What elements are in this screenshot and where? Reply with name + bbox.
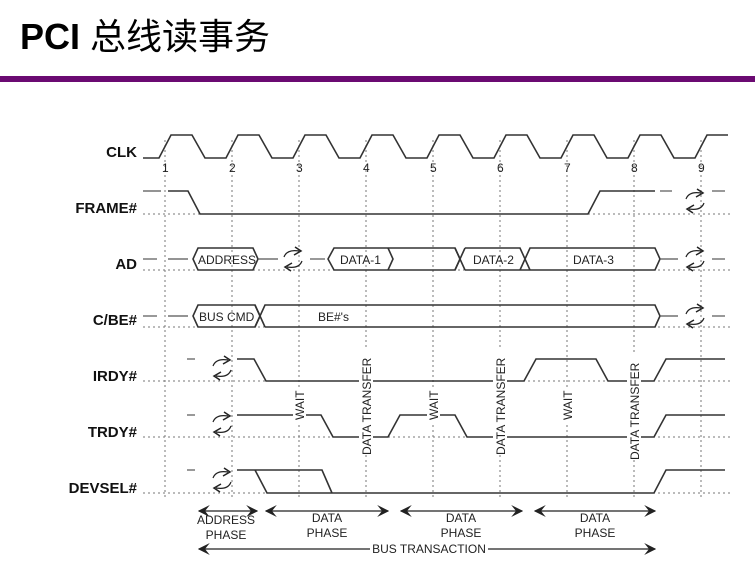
cbe-bus-cmd: BUS CMD	[199, 310, 255, 324]
label-frame: FRAME#	[75, 200, 137, 217]
tick-5: 5	[430, 161, 437, 175]
address-phase-line2: PHASE	[206, 528, 247, 542]
frame-waveform	[143, 188, 725, 215]
ad-data-1: DATA-1	[340, 253, 381, 267]
phase-labels: ADDRESS PHASE DATA PHASE DATA PHASE DATA…	[197, 511, 615, 556]
wait-label-3: WAIT	[561, 390, 575, 420]
ad-address: ADDRESS	[198, 253, 256, 267]
wait-label-1: WAIT	[293, 390, 307, 420]
slide-title: PCI 总线读事务	[20, 8, 270, 60]
cbe-byte-enables: BE#'s	[318, 310, 349, 324]
clk-waveform	[143, 134, 728, 159]
label-trdy: TRDY#	[88, 424, 138, 441]
tick-2: 2	[229, 161, 236, 175]
tick-8: 8	[631, 161, 638, 175]
tick-9: 9	[698, 161, 705, 175]
data-phase-3-line2: PHASE	[575, 526, 616, 540]
bus-transaction-label: BUS TRANSACTION	[372, 542, 486, 556]
wait-label-2: WAIT	[427, 390, 441, 420]
devsel-waveform	[187, 467, 725, 494]
data-transfer-label-2: DATA TRANSFER	[494, 357, 508, 455]
irdy-waveform	[187, 355, 725, 382]
label-devsel: DEVSEL#	[69, 480, 138, 497]
tick-7: 7	[564, 161, 571, 175]
label-ad: AD	[115, 256, 137, 273]
data-phase-2-line1: DATA	[446, 511, 476, 525]
clock-tick-labels: 1 2 3 4 5 6 7 8 9	[162, 161, 705, 175]
ad-waveform: ADDRESS DATA-1 DATA-2 DATA-3	[143, 246, 725, 272]
address-phase-line1: ADDRESS	[197, 513, 255, 527]
data-transfer-label-1: DATA TRANSFER	[360, 357, 374, 455]
title-cjk: 总线读事务	[90, 16, 271, 57]
wait-transfer-annotations: WAIT DATA TRANSFER WAIT DATA TRANSFER WA…	[293, 350, 642, 460]
trdy-waveform	[187, 411, 725, 438]
title-latin: PCI	[20, 16, 81, 57]
phase-arrows	[197, 505, 657, 555]
data-transfer-label-3: DATA TRANSFER	[628, 362, 642, 460]
label-irdy: IRDY#	[93, 368, 138, 385]
tick-6: 6	[497, 161, 504, 175]
tick-4: 4	[363, 161, 370, 175]
data-phase-1-line2: PHASE	[307, 526, 348, 540]
data-phase-2-line2: PHASE	[441, 526, 482, 540]
cbe-waveform: BUS CMD BE#'s	[143, 303, 725, 329]
tick-1: 1	[162, 161, 169, 175]
data-phase-1-line1: DATA	[312, 511, 342, 525]
data-phase-3-line1: DATA	[580, 511, 610, 525]
ad-data-3: DATA-3	[573, 253, 614, 267]
ad-data-2: DATA-2	[473, 253, 514, 267]
title-divider	[0, 76, 755, 82]
label-clk: CLK	[106, 144, 137, 161]
label-cbe: C/BE#	[93, 312, 138, 329]
tick-3: 3	[296, 161, 303, 175]
